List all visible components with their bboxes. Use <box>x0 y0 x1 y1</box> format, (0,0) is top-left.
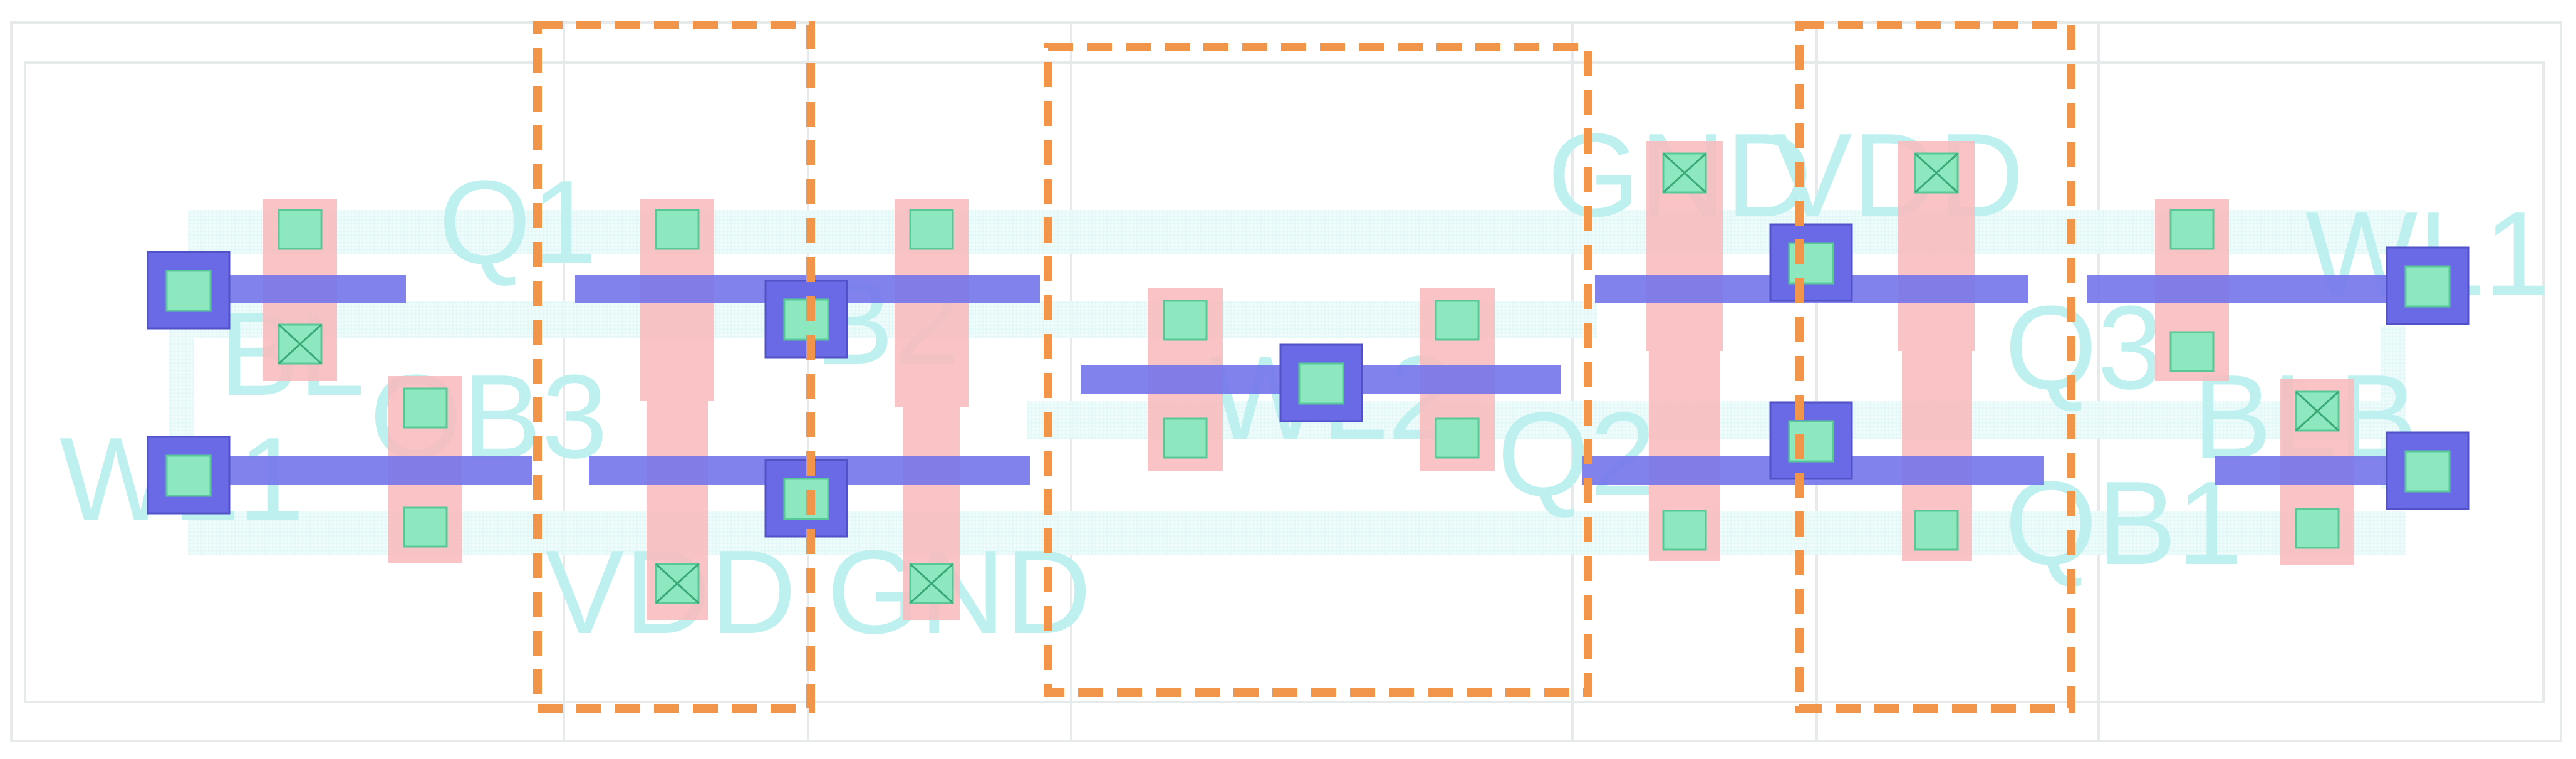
metal1-wire <box>2215 456 2401 485</box>
contact <box>278 209 323 250</box>
cross-mark <box>655 563 700 604</box>
diffusion-region <box>895 199 969 620</box>
cross-mark <box>2295 390 2340 432</box>
contact <box>1298 362 1344 405</box>
contact <box>783 478 829 520</box>
cross-mark <box>909 563 954 604</box>
routing-strips <box>169 210 2406 555</box>
cross-mark <box>278 323 323 365</box>
contact <box>403 506 448 548</box>
center-highlight <box>1044 43 1592 697</box>
routing-strip <box>188 511 2406 555</box>
routing-strip <box>188 210 2406 254</box>
left-inverter-highlight <box>533 21 815 713</box>
contact <box>909 209 954 250</box>
contact <box>165 454 212 497</box>
contact <box>2295 508 2340 549</box>
contact <box>1662 510 1707 551</box>
contact <box>2169 331 2215 372</box>
metal1-wire <box>210 275 406 303</box>
highlight-boxes <box>533 21 2075 713</box>
contact <box>403 387 448 429</box>
label-q2: Q2 <box>1497 388 1656 521</box>
contact <box>2404 265 2451 308</box>
contact-cross-marks <box>278 152 2340 604</box>
contact <box>1163 300 1208 341</box>
metal1-wire <box>210 456 532 485</box>
contact <box>2169 209 2215 250</box>
cross-mark <box>1662 152 1707 194</box>
outer-cell-boundary <box>10 21 2562 742</box>
label-q1: Q1 <box>439 156 597 289</box>
metal1-wire <box>2087 275 2401 303</box>
inner-cell-boundary <box>24 61 2545 703</box>
label-qb1: QB1 <box>2005 457 2243 590</box>
right-inverter-highlight <box>1795 21 2075 713</box>
diffusion-region <box>1646 141 1723 561</box>
contact <box>1435 417 1480 459</box>
contact <box>2404 450 2451 493</box>
routing-strip <box>169 301 1597 338</box>
contact <box>1435 300 1480 341</box>
contact <box>1163 417 1208 459</box>
diffusion-region <box>1898 141 1975 561</box>
diffusion-region <box>640 199 714 620</box>
contact <box>165 270 212 312</box>
contact <box>655 209 700 250</box>
contact <box>1914 510 1959 551</box>
label-q3: Q3 <box>2005 281 2163 414</box>
cross-mark <box>1914 152 1959 194</box>
